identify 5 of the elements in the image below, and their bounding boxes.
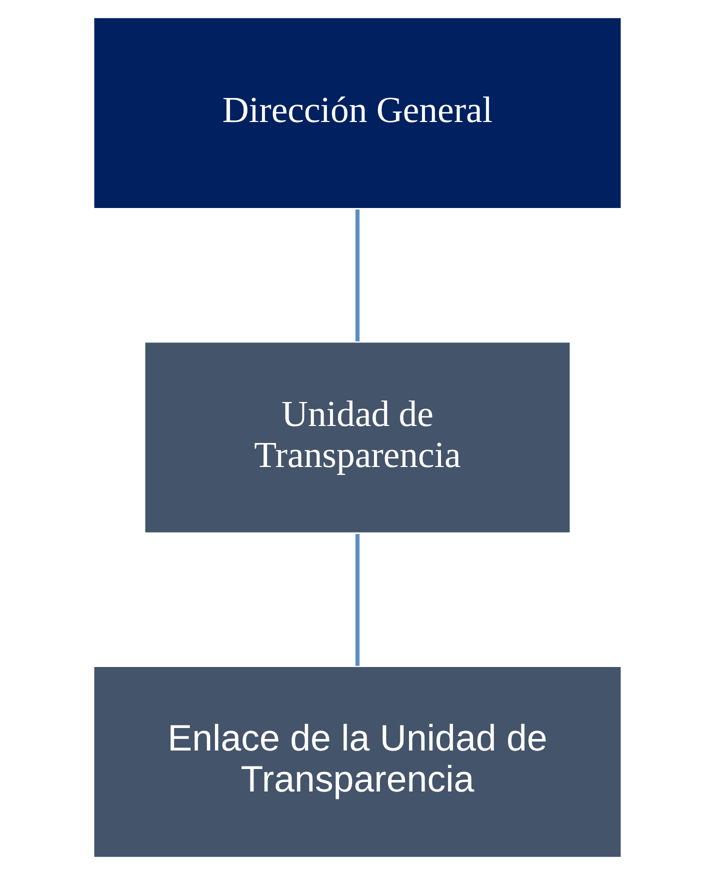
connector bbox=[355, 533, 360, 666]
node-box: Dirección General bbox=[92, 16, 623, 210]
node-box: Enlace de la Unidad de Transparencia bbox=[92, 664, 623, 858]
node-box: Unidad de Transparencia bbox=[143, 340, 572, 534]
connector bbox=[355, 209, 360, 341]
